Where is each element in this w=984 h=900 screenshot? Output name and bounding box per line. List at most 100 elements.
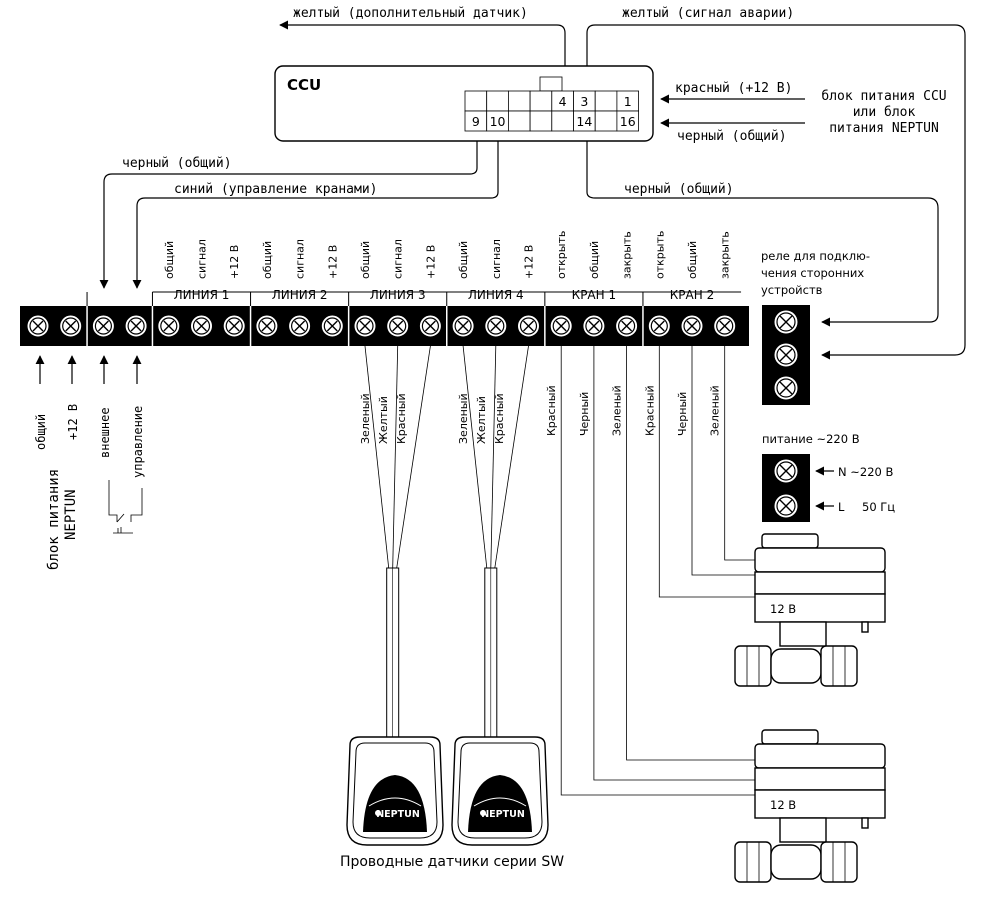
block-screw-slot bbox=[779, 464, 793, 478]
terminal-label: +12 В bbox=[326, 245, 339, 279]
mains-title: питание ~220 В bbox=[762, 432, 860, 446]
terminal-screw-slot bbox=[392, 320, 404, 332]
sw-sensor: NEPTUN bbox=[346, 736, 444, 846]
block-screw-slot bbox=[779, 499, 793, 513]
terminal-screw-ring bbox=[323, 317, 341, 335]
valves: 12 В 12 В bbox=[734, 533, 886, 883]
terminal-screw-ring bbox=[585, 317, 603, 335]
valve-stem bbox=[779, 621, 827, 647]
valve-screw-tab bbox=[861, 621, 869, 633]
label-yellow-alarm: желтый (сигнал аварии) bbox=[622, 6, 794, 21]
terminal-screws bbox=[26, 292, 737, 346]
ball-valve: 12 В bbox=[734, 533, 886, 687]
ccu-pin-cell bbox=[616, 110, 640, 132]
terminal-label: закрыть bbox=[719, 231, 732, 279]
terminal-screw-slot bbox=[555, 320, 567, 332]
terminal-screw-ring bbox=[225, 317, 243, 335]
terminal-screw-slot bbox=[719, 320, 731, 332]
sensor-wire-label: Зеленый bbox=[457, 393, 470, 444]
valve-stem bbox=[779, 817, 827, 843]
terminal-label: +12 В bbox=[424, 245, 437, 279]
valve2-wire bbox=[691, 346, 755, 576]
label-12v: +12 В bbox=[66, 404, 80, 440]
external-contact-wire-left bbox=[108, 480, 118, 522]
terminal-screw-ring bbox=[356, 317, 374, 335]
mains-n-label: N ~220 В bbox=[838, 465, 893, 479]
ccu-pin-cell bbox=[594, 90, 618, 112]
valve1-wire bbox=[593, 346, 755, 781]
ccu-pin-number: 9 bbox=[472, 114, 480, 129]
ccu-pin-number: 4 bbox=[559, 94, 567, 109]
terminal-screw-ring bbox=[29, 317, 47, 335]
valve-body bbox=[770, 844, 822, 880]
label-external: внешнее bbox=[98, 407, 112, 458]
valve-knob bbox=[761, 533, 819, 549]
sensor-brand: NEPTUN bbox=[376, 809, 420, 820]
sensor-wire-label: Желтый bbox=[377, 396, 390, 444]
external-contact-symbol bbox=[113, 527, 133, 534]
valve-actuator-mid bbox=[754, 767, 886, 791]
terminal-screw-slot bbox=[424, 320, 436, 332]
psu-line3: питания NEPTUN bbox=[829, 121, 939, 136]
terminal-screw-slot bbox=[523, 320, 534, 332]
valve-voltage-label: 12 В bbox=[770, 602, 796, 616]
relay-line2: чения сторонних bbox=[761, 266, 864, 280]
wire-black-common-relay bbox=[586, 141, 939, 327]
group-label: КРАН 1 bbox=[572, 288, 616, 302]
ball-valve: 12 В bbox=[734, 729, 886, 883]
terminal-screw-ring bbox=[552, 317, 570, 335]
sw-sensor: NEPTUN bbox=[451, 736, 549, 846]
label-blue-valve-control: синий (управление кранами) bbox=[174, 182, 378, 197]
terminal-screw-ring bbox=[160, 317, 178, 335]
group-label: ЛИНИЯ 2 bbox=[272, 288, 328, 302]
terminal-screw-slot bbox=[261, 320, 273, 332]
terminal-screw-ring bbox=[650, 317, 668, 335]
terminal-label: открыть bbox=[653, 231, 666, 279]
mains-screws bbox=[773, 458, 799, 519]
label-control: управление bbox=[131, 406, 145, 478]
block-screw-ring bbox=[776, 312, 796, 332]
terminal-screw-ring bbox=[62, 317, 80, 335]
sensors: NEPTUN NEPTUN bbox=[346, 736, 549, 846]
ccu-pin-cell bbox=[594, 110, 618, 132]
valve-wire-label: Черный bbox=[578, 392, 591, 436]
group-label: ЛИНИЯ 4 bbox=[468, 288, 524, 302]
terminal-screw-ring bbox=[258, 317, 276, 335]
terminal-screw-ring bbox=[291, 317, 309, 335]
valve-wire-label: Зеленый bbox=[611, 385, 624, 436]
block-screw-slot bbox=[779, 348, 793, 362]
relay-screws bbox=[773, 309, 799, 401]
terminal-screw-slot bbox=[686, 320, 698, 332]
sensor-wire-label: Зеленый bbox=[359, 393, 372, 444]
psu-line1: блок питания CCU bbox=[821, 89, 946, 104]
sensor-logo-icon bbox=[375, 810, 381, 816]
valve2-wire bbox=[724, 346, 755, 561]
valve-wire-label: Зеленый bbox=[709, 385, 722, 436]
valve-body bbox=[770, 648, 822, 684]
group-label: ЛИНИЯ 3 bbox=[370, 288, 426, 302]
terminal-screw-ring bbox=[487, 317, 505, 335]
label-psu-neptun-1: блок питания bbox=[46, 469, 62, 570]
terminal-screw-ring bbox=[192, 317, 211, 335]
terminal-screw-slot bbox=[457, 320, 469, 332]
terminal-label: общий bbox=[457, 241, 470, 279]
block-screw-ring bbox=[776, 345, 796, 365]
terminal-screw-slot bbox=[196, 320, 207, 332]
wire-black-common-left bbox=[99, 141, 478, 289]
sensor-wire bbox=[462, 345, 488, 569]
valve1-wire bbox=[626, 346, 755, 761]
block-screw-ring bbox=[776, 378, 796, 398]
terminal-screw-slot bbox=[65, 320, 77, 332]
terminal-screw-slot bbox=[228, 320, 240, 332]
terminal-label: +12 В bbox=[228, 245, 241, 279]
sensor-highlight bbox=[368, 797, 422, 807]
relay-line3: устройств bbox=[761, 283, 823, 297]
label-psu-neptun-2: NEPTUN bbox=[63, 489, 79, 540]
wire-yellow-extra-sensor bbox=[279, 20, 566, 66]
ccu-pin-cell bbox=[507, 90, 531, 112]
relay-line1: реле для подклю- bbox=[761, 249, 870, 263]
